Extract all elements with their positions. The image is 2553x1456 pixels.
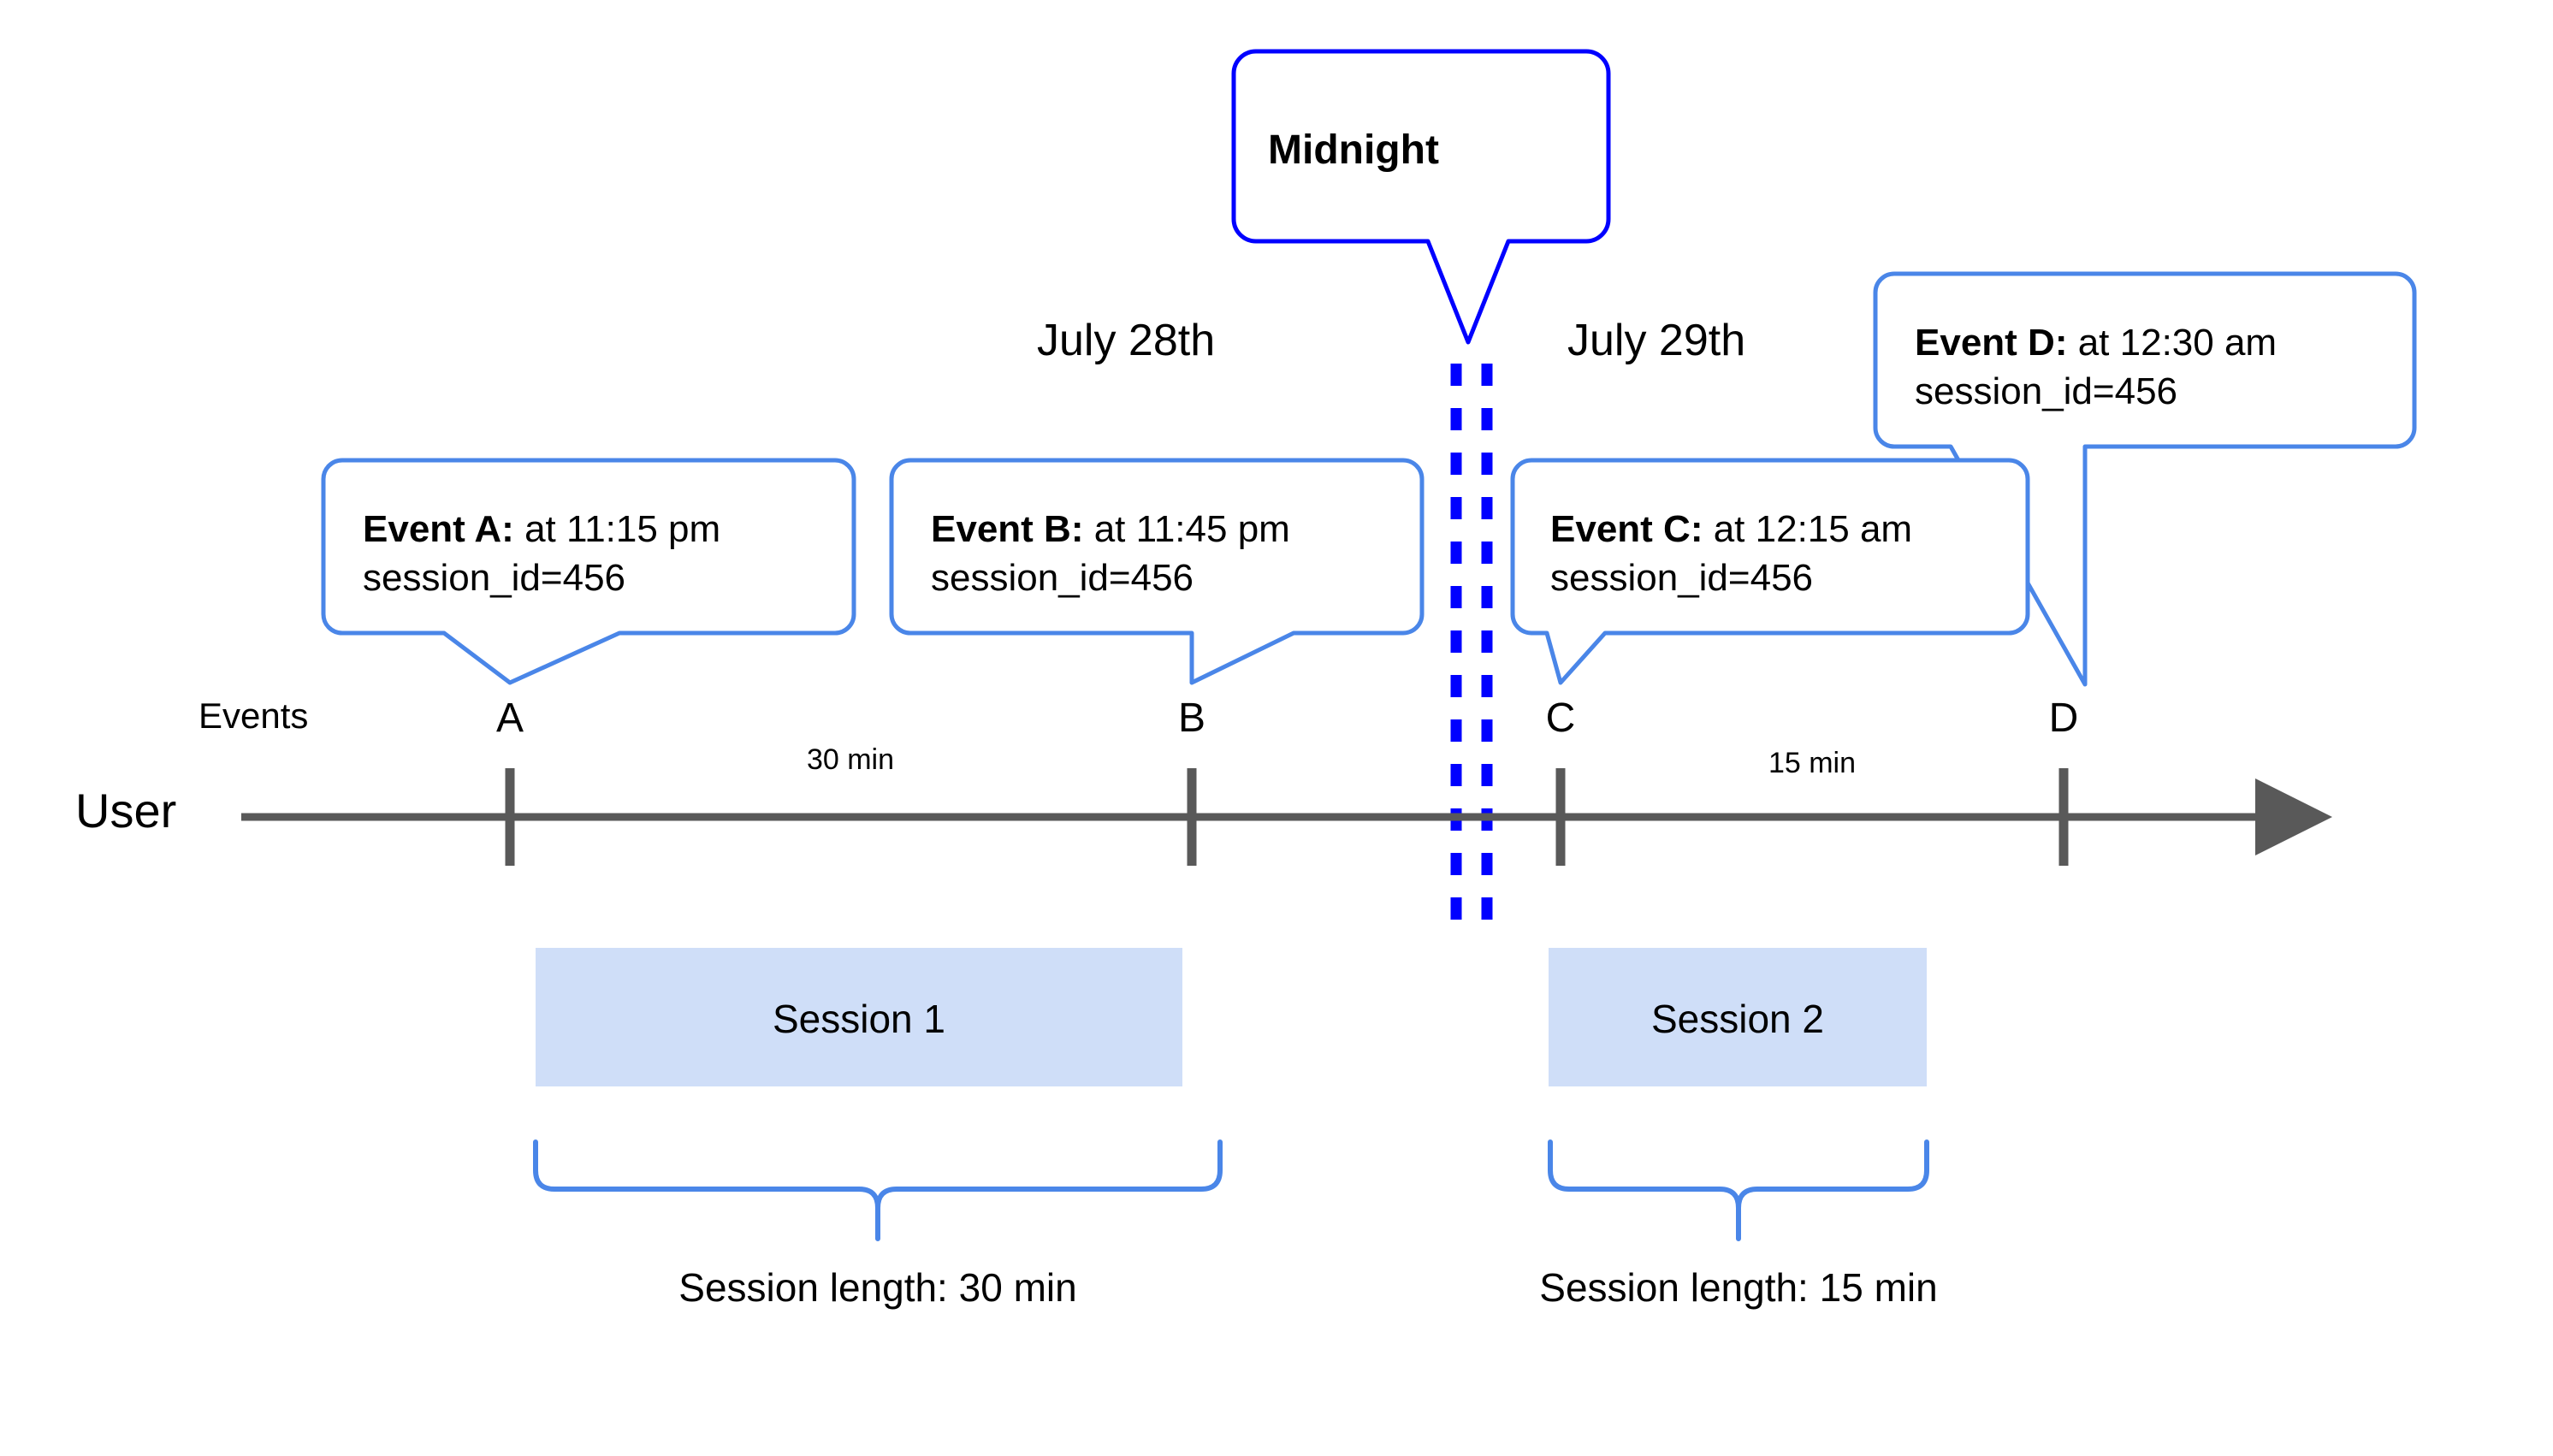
- timeline-axis: [241, 768, 2332, 866]
- midnight-label: Midnight: [1268, 127, 1439, 173]
- session-2-brace: [1548, 1139, 1929, 1241]
- duration-label-ab: 30 min: [806, 743, 895, 776]
- event-b-callout-text: Event B: at 11:45 pm session_id=456: [931, 505, 1290, 602]
- user-row-label: User: [75, 784, 177, 837]
- event-a-title: Event A:: [363, 508, 514, 550]
- event-d-callout-text: Event D: at 12:30 am session_id=456: [1915, 318, 2277, 416]
- marker-label-c: C: [1545, 695, 1576, 741]
- midnight-callout-shape[interactable]: [1231, 49, 1611, 345]
- marker-label-d: D: [2048, 695, 2079, 741]
- session-1-length-label: Session length: 30 min: [678, 1265, 1077, 1310]
- event-c-callout-text: Event C: at 12:15 am session_id=456: [1550, 505, 1912, 602]
- event-b-session-id: session_id=456: [931, 557, 1194, 600]
- midnight-dashed-lines: [1450, 364, 1493, 932]
- date-label-right: July 29th: [1567, 316, 1746, 365]
- date-label-left: July 28th: [1037, 316, 1216, 365]
- event-c-session-id: session_id=456: [1550, 557, 1814, 600]
- event-d-session-id: session_id=456: [1915, 370, 2178, 413]
- event-a-callout-shape[interactable]: [321, 458, 856, 685]
- event-c-time: at 12:15 am: [1703, 508, 1913, 550]
- event-c-title: Event C:: [1550, 508, 1703, 550]
- event-d-time: at 12:30 am: [2067, 322, 2278, 364]
- event-a-callout-text: Event A: at 11:15 pm session_id=456: [363, 505, 720, 602]
- session-2-label: Session 2: [1650, 997, 1824, 1041]
- event-b-callout-shape[interactable]: [889, 458, 1425, 685]
- event-d-title: Event D:: [1915, 322, 2068, 364]
- events-row-label: Events: [198, 695, 309, 736]
- session-1-brace: [533, 1139, 1223, 1241]
- event-c-callout-shape[interactable]: [1510, 458, 2030, 685]
- event-a-time: at 11:15 pm: [513, 508, 721, 550]
- event-a-session-id: session_id=456: [363, 557, 626, 600]
- session-1-label: Session 1: [772, 997, 945, 1041]
- duration-label-cd: 15 min: [1768, 747, 1857, 779]
- marker-label-a: A: [495, 695, 524, 741]
- event-d-callout-shape[interactable]: [1873, 271, 2417, 687]
- session-1-box[interactable]: Session 1: [536, 948, 1182, 1086]
- marker-label-b: B: [1177, 695, 1205, 741]
- event-b-time: at 11:45 pm: [1083, 508, 1290, 550]
- session-2-length-label: Session length: 15 min: [1539, 1265, 1938, 1310]
- event-b-title: Event B:: [931, 508, 1084, 550]
- session-2-box[interactable]: Session 2: [1549, 948, 1927, 1086]
